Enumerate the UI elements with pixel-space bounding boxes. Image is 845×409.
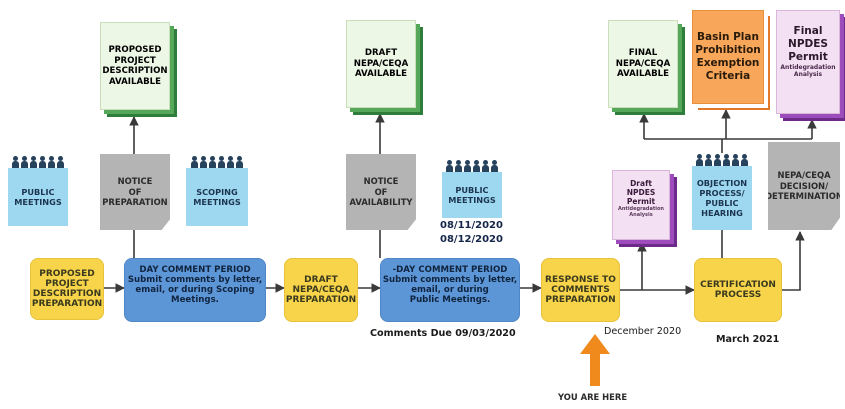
- stage-body: Submit comments by letter, email, or dur…: [382, 275, 518, 305]
- final-nepa-ceqa-doc: FINAL NEPA/CEQA AVAILABLE: [608, 20, 678, 108]
- december-date: December 2020: [604, 326, 682, 337]
- you-are-here-label: YOU ARE HERE: [558, 392, 628, 402]
- scoping-meetings: SCOPING MEETINGS: [186, 156, 248, 226]
- you-are-here-arrow: [580, 334, 610, 386]
- doc-sublabel: Antidegradation Analysis: [618, 206, 664, 218]
- doc-sublabel: Antidegradation Analysis: [780, 64, 836, 78]
- notice-of-preparation: NOTICE OF PREPARATION: [100, 154, 170, 230]
- stage-label: DRAFT NEPA/CEQA PREPARATION: [285, 275, 357, 305]
- nepa-ceqa-decision: NEPA/CEQA DECISION/ DETERMINATION: [768, 142, 840, 230]
- draft-nepa-ceqa-doc: DRAFT NEPA/CEQA AVAILABLE: [346, 20, 416, 108]
- box-label: NOTICE OF PREPARATION: [102, 176, 168, 208]
- comments-due-date: Comments Due 09/03/2020: [370, 328, 516, 339]
- doc-label: Draft NPDES Permit: [626, 179, 656, 206]
- doc-label: Basin Plan Prohibition Exemption Criteri…: [695, 31, 761, 82]
- public-meetings-2: PUBLIC MEETINGS: [442, 160, 502, 218]
- box-label: OBJECTION PROCESS/ PUBLIC HEARING: [696, 178, 748, 218]
- crowd-icon: [191, 156, 243, 168]
- stage-certification: CERTIFICATION PROCESS: [694, 258, 782, 322]
- stage-title: -DAY COMMENT PERIOD: [392, 265, 508, 275]
- stage-proposed-preparation: PROPOSED PROJECT DESCRIPTION PREPARATION: [30, 258, 104, 320]
- doc-label: Final NPDES Permit: [788, 25, 828, 63]
- stage-label: PROPOSED PROJECT DESCRIPTION PREPARATION: [31, 269, 103, 309]
- stage-body: Submit comments by letter, email, or dur…: [127, 275, 263, 305]
- basin-plan-doc: Basin Plan Prohibition Exemption Criteri…: [692, 10, 764, 104]
- box-label: SCOPING MEETINGS: [193, 187, 241, 207]
- doc-label: PROPOSED PROJECT DESCRIPTION AVAILABLE: [102, 45, 168, 87]
- box-label: NOTICE OF AVAILABILITY: [349, 176, 413, 208]
- draft-npdes-doc: Draft NPDES Permit Antidegradation Analy…: [612, 170, 670, 240]
- public-meetings-1: PUBLIC MEETINGS: [8, 156, 68, 226]
- stage-label: RESPONSE TO COMMENTS PREPARATION: [545, 275, 616, 305]
- crowd-icon: [12, 156, 64, 168]
- line-cert-to-decision: [782, 231, 805, 291]
- proposed-description-doc: PROPOSED PROJECT DESCRIPTION AVAILABLE: [100, 22, 170, 110]
- doc-label: FINAL NEPA/CEQA AVAILABLE: [615, 48, 671, 80]
- stage-title: DAY COMMENT PERIOD: [139, 265, 251, 275]
- meeting-date-2: 08/12/2020: [440, 234, 503, 245]
- doc-label: DRAFT NEPA/CEQA AVAILABLE: [353, 48, 409, 80]
- stage-label: CERTIFICATION PROCESS: [700, 280, 776, 300]
- box-label: PUBLIC MEETINGS: [448, 185, 496, 205]
- box-label: NEPA/CEQA DECISION/ DETERMINATION: [765, 170, 843, 202]
- objection-process: OBJECTION PROCESS/ PUBLIC HEARING: [692, 154, 752, 230]
- notice-of-availability: NOTICE OF AVAILABILITY: [346, 154, 416, 230]
- crowd-icon: [446, 160, 498, 172]
- march-date: March 2021: [716, 334, 780, 345]
- final-npdes-doc: Final NPDES Permit Antidegradation Analy…: [776, 10, 840, 114]
- meeting-date-1: 08/11/2020: [440, 220, 503, 231]
- stage-comment-period-2: -DAY COMMENT PERIOD Submit comments by l…: [380, 258, 520, 322]
- stage-response-to-comments: RESPONSE TO COMMENTS PREPARATION: [541, 258, 620, 322]
- stage-draft-preparation: DRAFT NEPA/CEQA PREPARATION: [284, 258, 358, 322]
- box-label: PUBLIC MEETINGS: [14, 187, 62, 207]
- stage-comment-period-1: DAY COMMENT PERIOD Submit comments by le…: [124, 258, 266, 322]
- crowd-icon: [696, 154, 748, 166]
